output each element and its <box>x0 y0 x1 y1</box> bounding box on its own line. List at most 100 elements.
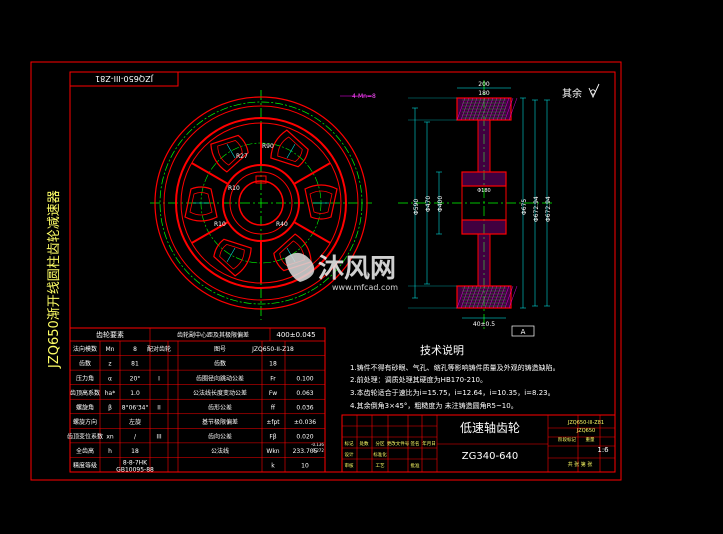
spoke-window <box>184 186 218 222</box>
roughness-circle-icon <box>590 89 596 95</box>
gear-spokes <box>191 123 331 283</box>
window-dim-line <box>286 143 296 159</box>
hatch-line <box>508 285 518 309</box>
param-wkn-tol-upper: -0.136 <box>311 442 324 447</box>
title-weight: 重量 <box>586 436 595 443</box>
param-cell: 233.705 <box>293 448 318 455</box>
hub-upper <box>461 171 507 187</box>
param-cell: 8-8-7HK <box>123 460 148 467</box>
param-cell: 8 <box>133 346 137 353</box>
section-hatch <box>456 97 518 309</box>
radius-label: R40 <box>276 221 288 228</box>
hatch-line <box>456 97 466 121</box>
title-drawing-no: ZG340-640 <box>462 451 518 462</box>
gear-parameter-table: 齿轮要素 齿轮副中心距及其极限偏差 400±0.045 -0.136 -0.27… <box>67 327 326 474</box>
param-wkn-tol-lower: -0.272 <box>311 448 324 453</box>
param-cell: 全齿高 <box>76 447 94 455</box>
param-cell: 公法线长度变动公差 <box>193 389 247 397</box>
title-right-no2: JZQ650 <box>576 428 595 434</box>
window-outline <box>270 129 309 168</box>
title-label: 工艺 <box>376 463 385 469</box>
param-cell: ha* <box>105 390 115 397</box>
dim-bottom: 40±0.5 <box>473 321 495 328</box>
window-outline <box>210 134 249 173</box>
param-cell: 公法线 <box>211 447 229 455</box>
title-label: 分区 <box>376 440 385 447</box>
title-stage: 阶段标记 <box>558 436 576 443</box>
param-cell: 齿顶高系数 <box>70 389 100 397</box>
dim-bore: Φ180 <box>477 188 490 194</box>
param-cell: 螺旋角 <box>76 403 94 411</box>
param-cell: z <box>108 361 111 368</box>
side-title: JZQ650渐开线圆柱齿轮减速器 <box>47 190 62 369</box>
title-label: 批准 <box>411 462 420 469</box>
window-inner <box>219 243 245 270</box>
param-cell: ff <box>271 404 276 411</box>
param-cell: h <box>108 448 112 455</box>
title-label: 设计 <box>345 451 354 458</box>
window-outline <box>184 186 218 222</box>
dim-left-3: Φ400 <box>437 196 444 212</box>
dim-top-2: 180 <box>478 90 490 97</box>
param-cell: α <box>108 375 112 382</box>
param-cell: 0.020 <box>296 434 313 441</box>
top-stamp-text: JZQ650-III-Z81 <box>95 74 154 83</box>
watermark-text: 沐风网 <box>318 254 396 284</box>
radius-label: R27 <box>236 153 248 160</box>
param-cell: β <box>108 404 112 411</box>
param-cell: 螺旋方向 <box>73 418 97 426</box>
title-label: 标准化 <box>373 451 387 458</box>
hub-lower <box>461 219 507 235</box>
title-label: 签名 <box>411 440 420 447</box>
gear-root-circle <box>163 105 359 301</box>
title-sheet: 共 张 第 张 <box>568 461 593 468</box>
dim-left-2: Φ470 <box>425 196 432 212</box>
tech-note-3: 3.本齿轮适合于速比为i=15.75，i=12.64，i=10.35，i=8.2… <box>350 388 555 397</box>
top-stamp-box <box>69 71 179 87</box>
spoke-window <box>213 238 252 277</box>
param-header-right: 400±0.045 <box>276 331 315 339</box>
spoke-line <box>293 162 331 185</box>
section-corner-box <box>511 325 535 337</box>
spoke-window <box>210 134 249 173</box>
title-part-name: 低速轴齿轮 <box>460 420 520 435</box>
hatch-line <box>504 285 514 309</box>
param-cell: 压力角 <box>76 374 94 382</box>
param-cell: 法向模数 <box>73 345 97 353</box>
gear-section-view: 200 180 40±0.5 Φ180 Φ590 Φ470 Φ400 Φ675 … <box>398 80 555 337</box>
gear-keyway <box>255 175 267 184</box>
param-header-center: 齿轮副中心距及其极限偏差 <box>177 331 249 339</box>
dim-right-3: Φ672.94 <box>545 196 552 222</box>
title-block: 低速轴齿轮 ZG340-640 JZQ650-III-Z81 JZQ650 阶段… <box>341 414 616 473</box>
dim-top-1: 200 <box>478 81 490 88</box>
param-cell: 0.063 <box>296 390 313 397</box>
param-cell: 18 <box>269 361 277 368</box>
dim-right-1: Φ675 <box>521 199 528 215</box>
param-cell: Fr <box>270 375 276 382</box>
title-scale: 1:6 <box>597 446 609 454</box>
param-cell: 8°06'34" <box>122 404 149 411</box>
window-outline <box>213 238 252 277</box>
gear-windows <box>184 129 338 277</box>
hatch-line <box>504 97 514 121</box>
title-label: 审核 <box>345 462 354 469</box>
dim-right-2: Φ672.94 <box>533 196 540 222</box>
param-cell: 精度等级 <box>73 462 97 470</box>
gear-hub-ring <box>229 171 293 235</box>
title-label: 更改文件号 <box>387 440 410 447</box>
title-label: 标记 <box>345 440 354 447</box>
window-outline <box>273 233 312 272</box>
window-outline <box>304 184 338 220</box>
title-right-no1: JZQ650-III-Z81 <box>567 420 604 426</box>
window-dim-line <box>226 143 236 159</box>
tech-note-4: 4.其余倒角3×45°，粗糙度为 未注铸造圆角R5~10。 <box>350 401 518 410</box>
watermark-logo-icon <box>285 252 315 282</box>
watermark: 沐风网 www.mfcad.com <box>285 252 398 292</box>
param-cell: xn <box>106 434 114 441</box>
roughness-symbol-icon <box>588 83 600 99</box>
param-cell: II <box>157 404 161 411</box>
param-cell: 齿数 <box>79 360 91 368</box>
param-cell: k <box>271 463 275 470</box>
param-cell: 左旋 <box>129 418 141 426</box>
